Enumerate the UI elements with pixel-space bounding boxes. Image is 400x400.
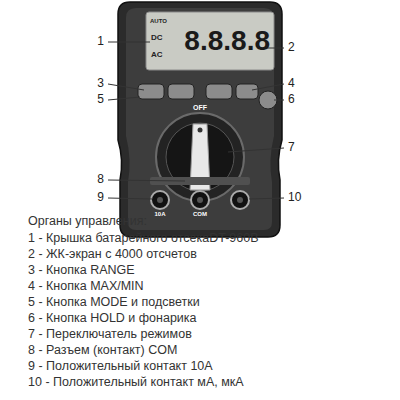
callout-number: 9 [84, 191, 104, 205]
callout-number: 2 [288, 41, 312, 55]
lcd-digits: 8.8.8.8 [172, 25, 270, 57]
meter-face [126, 8, 274, 230]
meter-body [118, 2, 282, 237]
dial-marking: OFF [184, 104, 216, 112]
list-item: 10 - Положительный контакт мА, мкА [28, 375, 368, 389]
leader-line [108, 42, 150, 43]
list-item: 5 - Кнопка MODE и подсветки [28, 295, 368, 309]
jack [151, 191, 169, 209]
leader-line [249, 198, 284, 199]
list-item: 4 - Кнопка MAX/MIN [28, 279, 368, 293]
callout-number: 4 [288, 77, 312, 91]
leader-line [252, 84, 284, 90]
jack-marking: 10A [146, 211, 174, 218]
callout-number: 7 [288, 141, 312, 155]
list-item: 2 - ЖК-экран с 4000 отсчетов [28, 247, 368, 261]
jack-marking: COM [186, 211, 214, 218]
list-item: 7 - Переключатель режимов [28, 327, 368, 341]
list-heading: Органы управления: [28, 214, 328, 228]
lcd-marking: AC [151, 50, 171, 59]
dial-pointer [198, 128, 203, 133]
list-item: 3 - Кнопка RANGE [28, 263, 368, 277]
jack-hole [157, 197, 163, 203]
jack-hole [237, 197, 243, 203]
button [138, 84, 164, 99]
list-item: 1 - Крышка батарейного отсекаDT-960B [28, 231, 368, 245]
leader-lines [108, 42, 284, 199]
button [168, 84, 194, 99]
list-item: 8 - Разъем (контакт) COM [28, 343, 368, 357]
leader-line [108, 84, 144, 90]
leader-line [108, 198, 152, 199]
leader-line [228, 148, 284, 152]
callout-number: 1 [84, 35, 104, 49]
jack [231, 191, 249, 209]
dial-ring [156, 113, 244, 201]
callout-number: 5 [84, 93, 104, 107]
leader-line [108, 180, 185, 181]
callout-number: 3 [84, 77, 104, 91]
leader-line [274, 100, 284, 101]
list-item: 9 - Положительный контакт 10А [28, 359, 368, 373]
callout-number: 10 [288, 191, 312, 205]
button [206, 84, 232, 99]
list-item: 6 - Кнопка HOLD и фонарика [28, 311, 368, 325]
lcd-marking: DC [151, 33, 171, 42]
callout-number: 8 [84, 173, 104, 187]
jack [191, 191, 209, 209]
leader-line [108, 97, 140, 100]
jack-hole [197, 197, 203, 203]
lcd-marking: AUTO [150, 18, 174, 25]
lcd-screen [146, 12, 274, 70]
button [236, 84, 258, 99]
callout-number: 6 [288, 93, 312, 107]
